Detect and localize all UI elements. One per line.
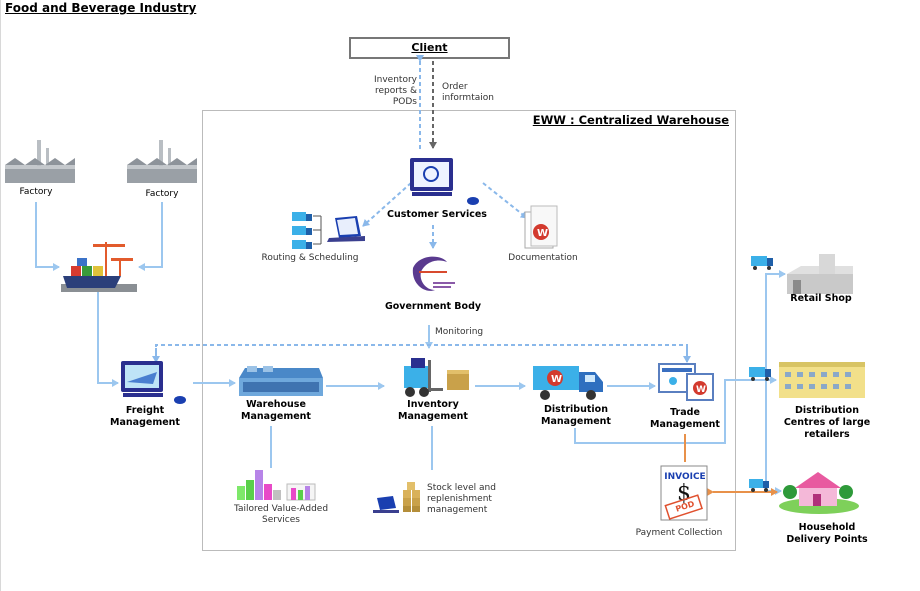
- payment-collection-label: Payment Collection: [635, 528, 723, 538]
- factory-left-label: Factory: [19, 187, 53, 197]
- household-house-icon: [779, 472, 859, 514]
- port-ship-icon: [61, 242, 137, 292]
- client-box: Client: [349, 37, 510, 59]
- order-info-label: Order informtaion: [442, 82, 494, 103]
- value-added-chart-icon: [237, 470, 316, 501]
- svg-text:$: $: [677, 481, 691, 506]
- inventory-management-label: Inventory Management: [398, 399, 468, 422]
- factory-left-icon: [5, 140, 75, 183]
- to-retail-arrow: [765, 270, 786, 380]
- dc-truck-icon: [749, 367, 771, 381]
- documentation-bags-icon: W: [524, 205, 558, 249]
- monitoring-label: Monitoring: [435, 327, 484, 337]
- freight-management-label: Freight Management: [110, 405, 180, 428]
- forklift-icon: [404, 358, 469, 397]
- svg-text:W: W: [551, 374, 562, 385]
- retail-shop-building-icon: [787, 254, 853, 294]
- warehouse-management-label: Warehouse Management: [241, 399, 311, 422]
- distribution-outbound-line: [574, 379, 766, 444]
- invoice-document-icon: $: [660, 465, 708, 521]
- stock-level-label: Stock level and replenishment management: [427, 483, 496, 515]
- documentation-label: Documentation: [508, 253, 578, 263]
- routing-trucks-icon: [292, 212, 322, 249]
- laptop-icon: [327, 216, 365, 242]
- warehouse-building-icon: [239, 366, 323, 396]
- centralized-warehouse-box: EWW : Centralized Warehouse: [202, 110, 736, 551]
- warehouse-title: EWW : Centralized Warehouse: [532, 113, 729, 127]
- factory-right-to-port-arrow: [138, 202, 163, 271]
- distribution-centres-label: Distribution Centres of large retailers: [783, 405, 871, 440]
- trade-management-label: Trade Management: [650, 407, 720, 430]
- svg-text:W: W: [537, 228, 548, 239]
- retail-shop-label: Retail Shop: [790, 293, 852, 304]
- distribution-centre-building-icon: [779, 362, 865, 398]
- freight-computer-icon: [121, 361, 186, 404]
- cs-to-routing-arrow: [362, 182, 412, 227]
- stock-level-icon: [373, 482, 420, 513]
- retail-truck-icon: [751, 256, 773, 270]
- port-to-freight-arrow: [97, 292, 119, 387]
- factory-right-label: Factory: [145, 189, 179, 199]
- household-truck-icon: [749, 479, 769, 492]
- factory-left-to-port-arrow: [35, 202, 60, 271]
- trade-screens-icon: W: [658, 363, 714, 401]
- cs-to-documentation-arrow: [482, 182, 528, 219]
- distribution-management-label: Distribution Management: [541, 404, 611, 427]
- customer-services-computer-icon: [410, 158, 479, 205]
- invoice-title: INVOICE: [664, 472, 706, 482]
- customer-services-label: Customer Services: [387, 209, 487, 220]
- svg-text:W: W: [696, 385, 706, 395]
- factory-right-icon: [127, 140, 197, 183]
- government-body-label: Government Body: [384, 301, 482, 312]
- government-logo-icon: [412, 256, 455, 291]
- value-added-services-label: Tailored Value-Added Services: [233, 504, 329, 525]
- routing-scheduling-label: Routing & Scheduling: [261, 253, 359, 263]
- distribution-truck-icon: W: [533, 366, 603, 400]
- page-title: Food and Beverage Industry: [5, 1, 197, 15]
- household-delivery-label: Household Delivery Points: [786, 522, 868, 545]
- inventory-reports-label: Inventory reports & PODs: [374, 75, 417, 107]
